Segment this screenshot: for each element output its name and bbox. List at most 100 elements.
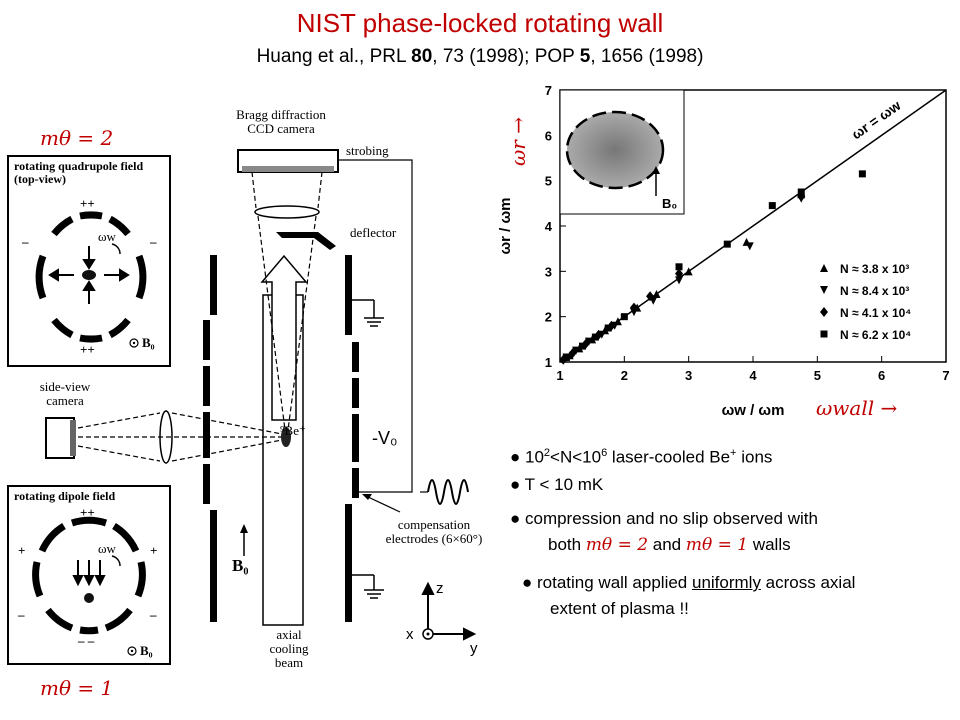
data-point (820, 330, 828, 338)
quadrupole-title: rotating quadrupole field (top-view) (14, 159, 144, 186)
strobing-label: strobing (346, 143, 389, 158)
quad-b0: B₀ (142, 335, 155, 350)
y-tick-label: 4 (545, 219, 553, 234)
data-point (646, 291, 655, 302)
legend-entry: N ≈ 6.2 x 10⁴ (840, 328, 911, 342)
compensation-label: compensation electrodes (6×60°) (385, 517, 483, 546)
dipole-plus-left: + (18, 543, 26, 558)
x-tick-label: 2 (621, 368, 628, 383)
y-tick-label: 2 (545, 310, 552, 325)
data-point (604, 324, 612, 332)
data-point (745, 242, 754, 251)
strobing-wire (338, 159, 413, 493)
right-electrode-stack (345, 255, 359, 622)
data-point (675, 268, 684, 279)
legend-entry: N ≈ 8.4 x 10³ (840, 284, 909, 298)
ion-plasma (281, 427, 291, 447)
dipole-title: rotating dipole field (14, 489, 116, 503)
inset-plasma-image (565, 110, 665, 190)
bullet-compression: ● compression and no slip observed with (510, 509, 818, 528)
dipole-plasma (84, 593, 94, 603)
data-point (568, 347, 577, 358)
bullet-compression-line2: both mθ = 2 and mθ = 1 walls (548, 535, 791, 555)
x-tick-label: 6 (878, 368, 885, 383)
m-theta-1-label: mθ = 1 (40, 676, 114, 700)
bullet-uniform-line2: extent of plasma !! (550, 599, 689, 618)
quad-minus-left: – (22, 234, 29, 249)
quadrupole-plasma (82, 270, 96, 280)
laser-arrow (260, 254, 308, 421)
data-point (858, 170, 866, 178)
y-tick-label: 7 (545, 83, 552, 98)
y-axis-label: ωr / ωm (497, 197, 514, 254)
top-lens (254, 205, 320, 219)
data-point (684, 267, 693, 276)
dipole-b0: B₀ (140, 643, 153, 658)
side-camera-lens (70, 420, 76, 456)
x-tick-label: 3 (685, 368, 692, 383)
dipole-electrodes (32, 516, 146, 635)
inset-b0-label: B₀ (662, 196, 677, 211)
axis-triad (421, 581, 477, 641)
quadrupole-rotation-arrow (111, 243, 121, 255)
page-title: NIST phase-locked rotating wall (296, 8, 664, 38)
points-layer (559, 170, 866, 365)
camera-top-label: Bragg diffraction CCD camera (236, 107, 326, 136)
quadrupole-arrows (48, 246, 130, 304)
data-point (675, 263, 683, 271)
side-view-camera (45, 417, 75, 459)
bullet-temperature: ● T < 10 mK (510, 475, 604, 494)
data-point (572, 346, 581, 355)
bullet-ion-count: ● 102<N<106 laser-cooled Be+ ions (510, 447, 773, 467)
data-point (768, 202, 776, 210)
quad-plus-top: ++ (80, 196, 95, 211)
ground-top (352, 299, 384, 327)
data-point (820, 264, 828, 272)
quadrupole-electrodes (35, 211, 147, 343)
omega-wall-label: ωwall → (816, 396, 898, 420)
data-point (591, 333, 599, 341)
voltage-label: -V₀ (372, 428, 398, 448)
data-point (562, 353, 570, 361)
dipole-plus-right: + (150, 543, 158, 558)
b0-label: B₀ (232, 556, 249, 575)
y-tick-label: 6 (545, 128, 552, 143)
x-tick-label: 1 (556, 368, 563, 383)
y-tick-label: 5 (545, 174, 552, 189)
data-point (797, 188, 805, 196)
data-point (652, 290, 661, 298)
citation: Huang et al., PRL 80, 73 (1998); POP 5, … (256, 46, 704, 67)
m-theta-2-label: mθ = 2 (40, 126, 114, 150)
y-tick-label: 1 (545, 355, 552, 370)
left-electrode-stack (203, 255, 217, 622)
deflector-label: deflector (350, 225, 397, 240)
legend-entry: N ≈ 4.1 x 10⁴ (840, 306, 911, 320)
quad-minus-right: – (150, 234, 157, 249)
deflector (276, 232, 336, 250)
dipole-minus-left: – (18, 607, 25, 622)
dipole-omega-w: ωw (98, 541, 116, 556)
x-tick-label: 7 (942, 368, 949, 383)
axis-x-label: x (406, 626, 414, 643)
x-tick-label: 5 (814, 368, 821, 383)
data-point (820, 307, 828, 317)
quad-plus-bottom: ++ (80, 342, 95, 357)
side-view-rays (77, 412, 283, 462)
data-point (620, 313, 628, 321)
rf-signal-icon (427, 479, 469, 505)
omega-r-label: ωr → (506, 117, 530, 166)
dipole-plus-top: ++ (80, 505, 95, 520)
bullet-uniform: ● rotating wall applied uniformly across… (522, 573, 856, 592)
data-point (820, 286, 828, 294)
data-point (723, 240, 731, 248)
ion-label: ⁹Be⁺ (280, 423, 306, 438)
top-rays (251, 171, 323, 431)
dipole-minus-bottom: – – (78, 633, 95, 648)
quad-omega-w: ωw (98, 229, 116, 244)
axis-y-label: y (470, 640, 478, 657)
dipole-arrows (72, 560, 106, 587)
